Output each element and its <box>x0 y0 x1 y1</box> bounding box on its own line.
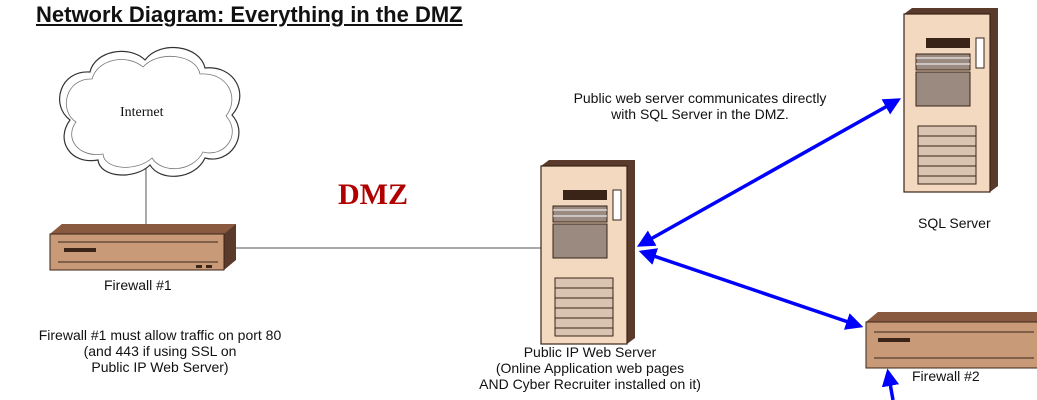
web-to-sql-arrow <box>636 98 902 247</box>
sql-server-icon <box>903 8 998 193</box>
firewall-1-rule-line: Public IP Web Server) <box>91 359 229 375</box>
web-server-label: Public IP Web Server (Online Application… <box>440 344 740 392</box>
internet-label: Internet <box>120 105 164 120</box>
diagram-title: Network Diagram: Everything in the DMZ <box>36 2 463 27</box>
firewall2-inbound-arrow <box>881 368 900 400</box>
firewall-2-label: Firewall #2 <box>912 368 980 384</box>
web-server-icon <box>540 160 635 345</box>
web-to-firewall2-arrow <box>638 248 864 330</box>
firewall-2-icon <box>865 312 1037 369</box>
web-server-label-line: Public IP Web Server <box>523 344 657 360</box>
internet-cloud-icon <box>59 46 241 177</box>
public-web-note-line: Public web server communicates directly <box>573 90 827 106</box>
firewall-1-rule-line: (and 443 if using SSL on <box>83 343 237 359</box>
dmz-label: DMZ <box>338 178 408 211</box>
firewall-1-rule-note: Firewall #1 must allow traffic on port 8… <box>0 327 320 375</box>
web-server-label-line: (Online Application web pages <box>495 360 685 376</box>
public-web-note: Public web server communicates directly … <box>520 90 880 122</box>
sql-server-label: SQL Server <box>918 215 991 231</box>
web-server-label-line: AND Cyber Recruiter installed on it) <box>479 376 701 392</box>
firewall-1-icon <box>49 224 236 271</box>
public-web-note-line: with SQL Server in the DMZ. <box>611 106 789 122</box>
firewall-1-label: Firewall #1 <box>104 277 172 293</box>
firewall-1-rule-line: Firewall #1 must allow traffic on port 8… <box>38 327 282 343</box>
